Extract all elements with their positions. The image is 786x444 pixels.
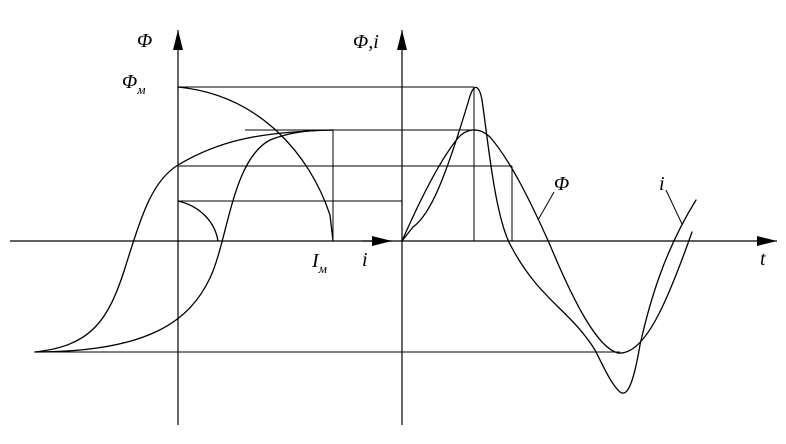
i-curve-label: i — [659, 173, 665, 195]
phi-vs-i-curve — [177, 86, 334, 242]
right-axis-label: Φ,i — [353, 31, 379, 53]
i-curve-leader — [665, 189, 683, 225]
i-axis-label: i — [362, 249, 368, 271]
left-axis-label: Φ — [137, 30, 152, 52]
flux-curve — [401, 129, 693, 354]
i-max-label: Iм — [311, 250, 327, 276]
phi-curve-leader — [537, 191, 555, 221]
initial-small-arc — [177, 200, 219, 242]
phi-max-label: Φм — [122, 71, 146, 97]
current-curve — [401, 86, 697, 394]
t-axis-label: t — [760, 248, 766, 270]
magnetization-curve-upper — [34, 129, 334, 353]
magnetization-curve-lower — [34, 129, 334, 353]
phi-curve-label: Φ — [554, 173, 569, 195]
